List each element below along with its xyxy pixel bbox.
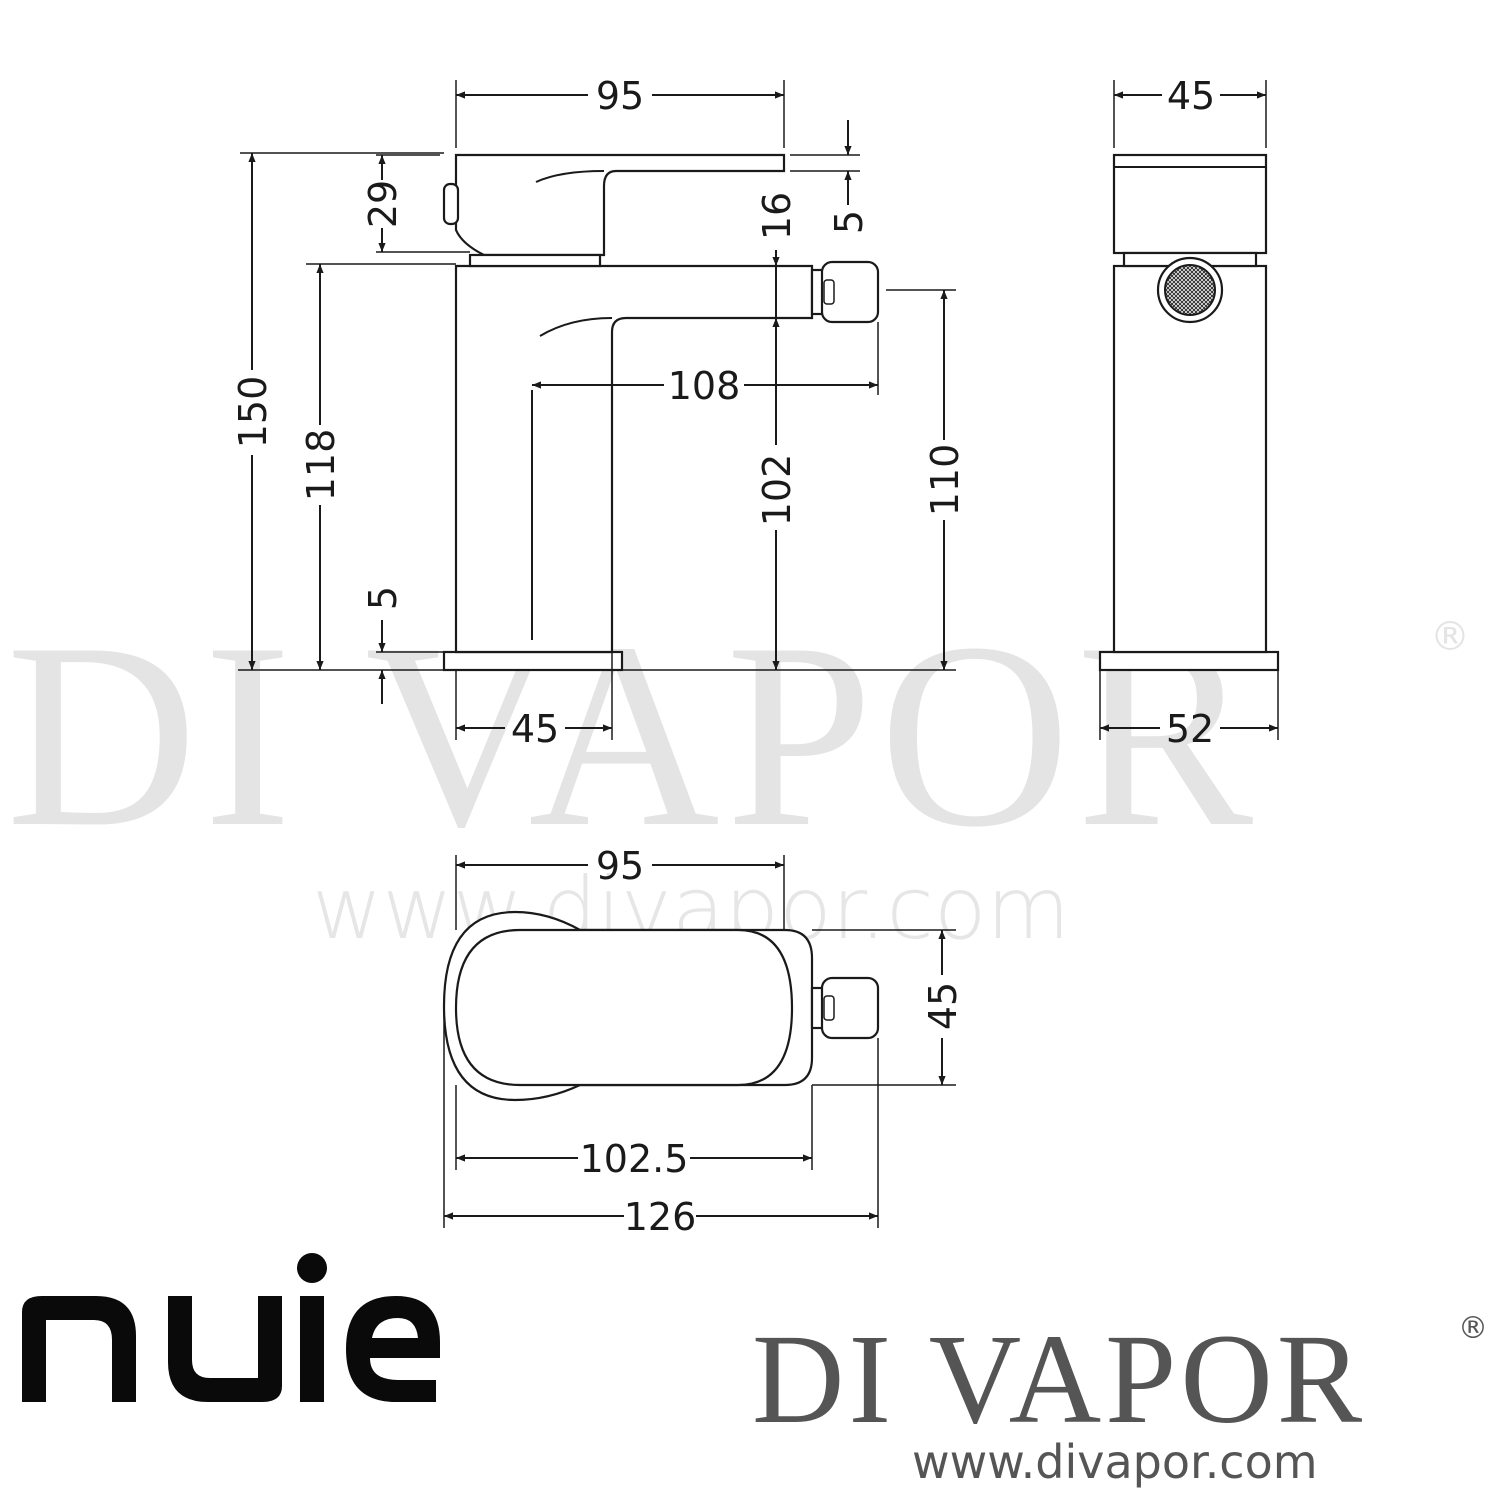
end-nozzle-aerator	[1164, 264, 1216, 316]
retailer-url: www.divapor.com	[912, 1435, 1318, 1489]
side-view-dimensions: 95 150 118 29 5 16 5	[231, 74, 967, 751]
top-lever	[454, 928, 794, 1087]
side-view	[442, 153, 880, 672]
dim-side-body-width: 45	[511, 707, 559, 751]
side-base-plate	[442, 650, 624, 672]
end-view-dimensions: 45 52	[1099, 74, 1279, 751]
dim-side-width-top: 95	[596, 74, 644, 118]
side-nozzle-tip	[823, 279, 835, 305]
dim-side-outlet-left: 102	[755, 454, 799, 527]
side-body	[454, 264, 814, 654]
dim-top-body-length: 102.5	[580, 1137, 689, 1181]
dim-side-lever-offset: 16	[755, 192, 799, 240]
dim-side-spout-reach: 108	[668, 364, 741, 408]
top-nozzle	[820, 976, 880, 1040]
side-lever-knob	[442, 182, 460, 226]
top-view-dimensions: 95 45 102.5 126	[443, 844, 965, 1239]
side-lever-curve	[535, 170, 605, 183]
dim-side-lever-gap: 5	[827, 210, 871, 234]
retailer-name: DI VAPOR	[752, 1308, 1366, 1450]
side-nozzle	[820, 260, 880, 324]
watermark: DI VAPOR ® www.divapor.com	[6, 589, 1470, 959]
dim-top-overall-length: 126	[624, 1195, 697, 1239]
dim-side-outlet-right: 110	[923, 444, 967, 517]
dim-side-overall-height: 150	[231, 376, 275, 449]
dim-top-width: 95	[596, 844, 644, 888]
end-body	[1112, 264, 1268, 654]
dim-top-depth: 45	[921, 982, 965, 1030]
top-view	[442, 910, 880, 1102]
nuie-logo	[22, 1253, 440, 1402]
side-lever-stem	[468, 253, 602, 268]
end-lever	[1112, 153, 1268, 255]
side-spout-curve	[539, 317, 613, 337]
retailer-registered: ®	[1458, 1311, 1488, 1346]
dim-end-base-width: 52	[1166, 707, 1214, 751]
end-base-plate	[1098, 650, 1280, 672]
dim-end-width-top: 45	[1167, 74, 1215, 118]
watermark-registered: ®	[1430, 614, 1470, 660]
side-lever	[454, 153, 786, 257]
dim-side-lever-height: 29	[361, 180, 405, 228]
dim-side-spout-height: 118	[299, 429, 343, 502]
dim-side-base-thickness: 5	[361, 586, 405, 610]
end-view	[1098, 153, 1280, 672]
watermark-brand: DI VAPOR	[6, 589, 1259, 882]
retailer-branding: DI VAPOR ® www.divapor.com	[752, 1308, 1488, 1489]
